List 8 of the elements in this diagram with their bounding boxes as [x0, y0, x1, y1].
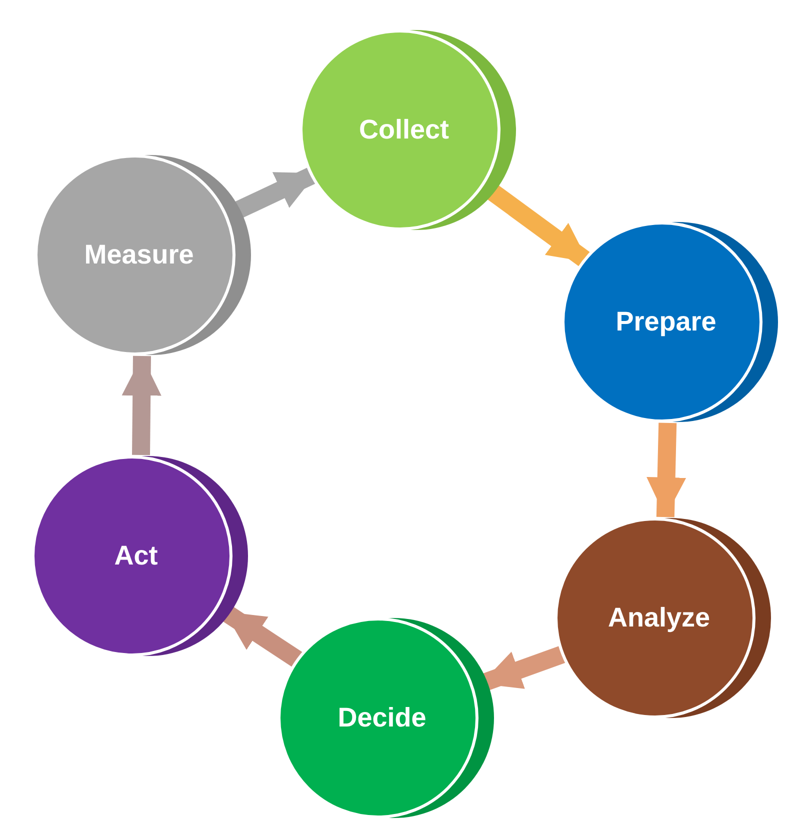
node-label: Prepare — [616, 306, 716, 338]
block-arrow — [646, 422, 686, 518]
node-label: Collect — [358, 114, 450, 146]
node-label: Decide — [338, 702, 426, 734]
node-label: Analyze — [608, 602, 710, 634]
block-arrow — [122, 356, 162, 456]
node-label: Measure — [84, 240, 194, 270]
node-label: Act — [114, 540, 158, 572]
